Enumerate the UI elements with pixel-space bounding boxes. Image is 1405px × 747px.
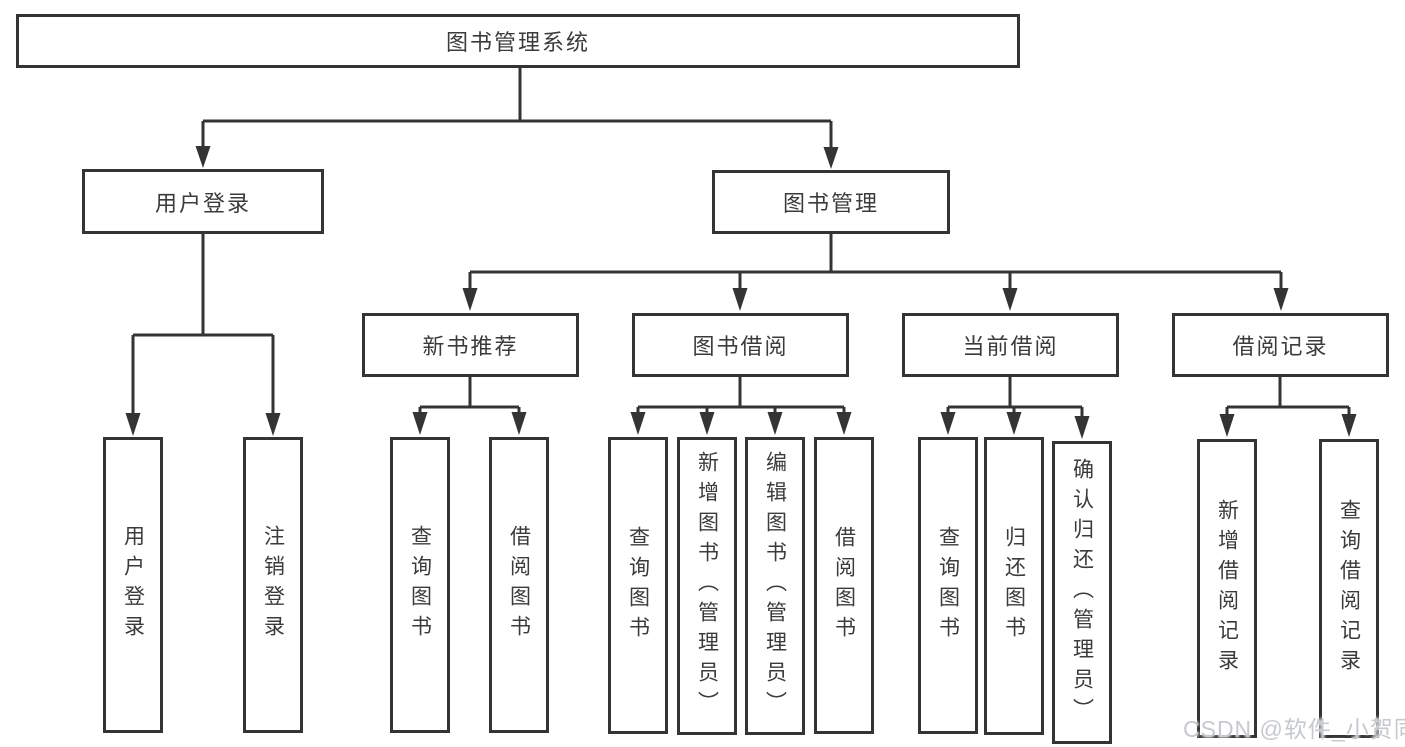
node-label: 查询借阅记录 bbox=[1337, 498, 1361, 679]
arrow-down-icon bbox=[1074, 416, 1090, 439]
arrow-down-icon bbox=[1006, 412, 1022, 435]
leaf-add-borrow-record: 新增借阅记录 bbox=[1197, 439, 1257, 738]
node-label: 借阅记录 bbox=[1232, 334, 1329, 359]
leaf-query-borrow-record: 查询借阅记录 bbox=[1319, 439, 1379, 738]
node-label: 图书管理 bbox=[782, 191, 879, 216]
node-current-borrow: 当前借阅 bbox=[902, 313, 1119, 377]
arrow-down-icon bbox=[1273, 288, 1289, 311]
node-new-book-recommend: 新书推荐 bbox=[362, 313, 579, 377]
node-library-system: 图书管理系统 bbox=[16, 14, 1020, 68]
leaf-return-books: 归还图书 bbox=[984, 437, 1044, 735]
arrow-down-icon bbox=[511, 412, 527, 435]
arrow-down-icon bbox=[462, 288, 478, 311]
connector-book-management-branch bbox=[468, 234, 1283, 295]
leaf-edit-books-admin: 编辑图书（管理员） bbox=[745, 437, 805, 735]
connector-book-borrow-branch bbox=[636, 377, 846, 420]
arrow-down-icon bbox=[836, 412, 852, 435]
node-label: 新增图书（管理员） bbox=[695, 451, 719, 721]
arrow-down-icon bbox=[195, 146, 211, 168]
node-label: 编辑图书（管理员） bbox=[763, 451, 787, 721]
connector-paths bbox=[131, 68, 1351, 424]
leaf-query-books: 查询图书 bbox=[390, 437, 450, 733]
connector-borrow-record-branch bbox=[1225, 377, 1351, 422]
node-label: 查询图书 bbox=[626, 525, 650, 646]
node-label: 新书推荐 bbox=[422, 334, 519, 359]
arrow-down-icon bbox=[1341, 414, 1357, 437]
arrow-down-icon bbox=[823, 147, 839, 169]
node-book-management: 图书管理 bbox=[712, 170, 950, 234]
node-label: 查询图书 bbox=[408, 525, 432, 645]
arrowhead-icons bbox=[125, 146, 1357, 439]
arrow-down-icon bbox=[412, 412, 428, 435]
leaf-user-login: 用户登录 bbox=[103, 437, 163, 733]
leaf-borrow-books: 借阅图书 bbox=[489, 437, 549, 733]
node-label: 借阅图书 bbox=[832, 525, 856, 646]
leaf-logout: 注销登录 bbox=[243, 437, 303, 733]
node-user-login: 用户登录 bbox=[82, 169, 324, 234]
leaf-query-books: 查询图书 bbox=[918, 437, 978, 734]
leaf-add-books-admin: 新增图书（管理员） bbox=[677, 437, 737, 735]
node-label: 新增借阅记录 bbox=[1215, 498, 1239, 679]
leaf-confirm-return-admin: 确认归还（管理员） bbox=[1052, 441, 1112, 744]
arrow-down-icon bbox=[732, 288, 748, 311]
node-borrow-record: 借阅记录 bbox=[1172, 313, 1389, 377]
connector-user-login-branch bbox=[131, 234, 275, 420]
node-label: 归还图书 bbox=[1002, 526, 1026, 646]
node-label: 用户登录 bbox=[154, 190, 251, 216]
arrow-down-icon bbox=[630, 412, 646, 435]
node-label: 用户登录 bbox=[121, 525, 145, 645]
node-label: 借阅图书 bbox=[507, 525, 531, 645]
node-label: 确认归还（管理员） bbox=[1070, 457, 1094, 728]
node-label: 注销登录 bbox=[261, 525, 285, 645]
node-label: 查询图书 bbox=[936, 525, 960, 646]
arrow-down-icon bbox=[940, 412, 956, 435]
arrow-down-icon bbox=[699, 412, 715, 435]
leaf-borrow-books: 借阅图书 bbox=[814, 437, 874, 734]
arrow-down-icon bbox=[1219, 414, 1235, 437]
arrow-down-icon bbox=[767, 412, 783, 435]
node-book-borrow: 图书借阅 bbox=[632, 313, 849, 377]
connector-new-book-branch bbox=[418, 377, 521, 420]
arrow-down-icon bbox=[265, 413, 281, 436]
csdn-watermark: CSDN @软件_小贺同学 bbox=[1183, 716, 1405, 742]
node-label: 图书管理系统 bbox=[445, 30, 590, 55]
node-label: 图书借阅 bbox=[692, 334, 789, 359]
arrow-down-icon bbox=[125, 413, 141, 436]
arrow-down-icon bbox=[1002, 288, 1018, 311]
node-label: 当前借阅 bbox=[962, 334, 1059, 359]
leaf-query-books: 查询图书 bbox=[608, 437, 668, 734]
connector-root-split bbox=[201, 68, 833, 151]
